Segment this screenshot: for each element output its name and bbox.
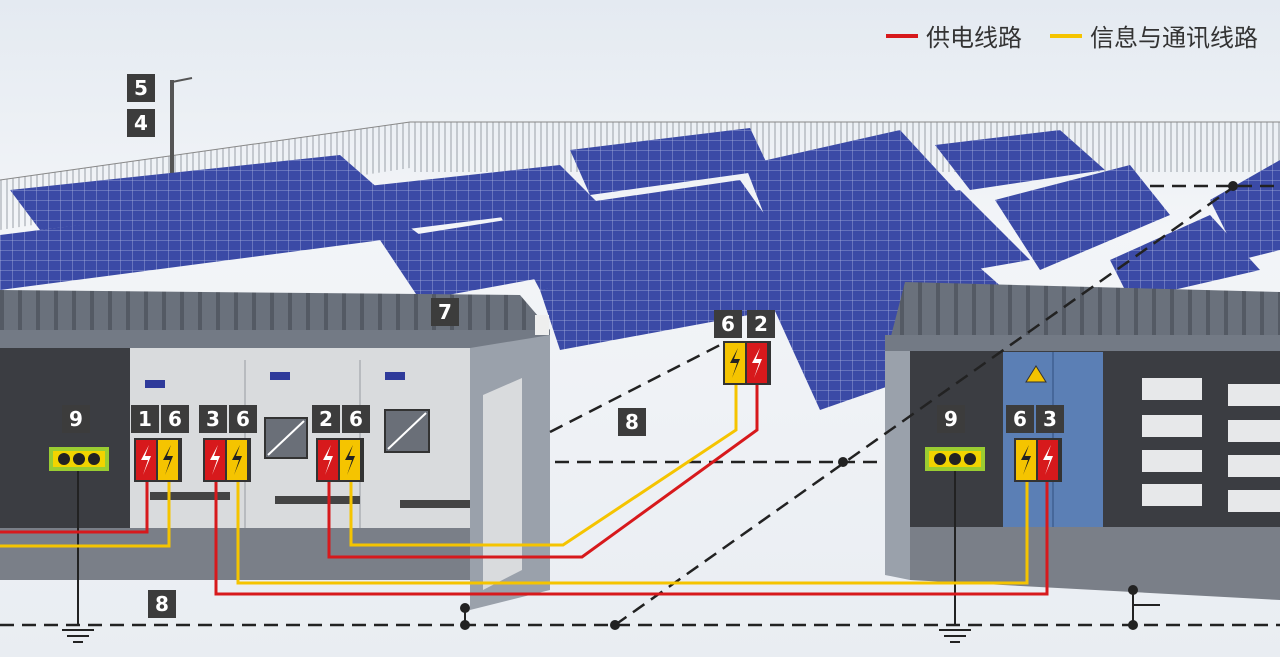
legend: 供电线路 信息与通讯线路 <box>868 18 1258 53</box>
surge-protector <box>1014 438 1062 482</box>
inverter-container <box>0 290 550 610</box>
legend-power-label: 供电线路 <box>926 24 1022 52</box>
label-left-spd-2a: 3 <box>199 405 227 433</box>
communication-lines <box>0 383 1029 585</box>
legend-comm-label: 信息与通讯线路 <box>1090 24 1258 52</box>
lightning-icon <box>232 445 242 475</box>
ground-terminal <box>49 447 109 471</box>
label-left-spd-1a: 1 <box>131 405 159 433</box>
label-left-spd-3a: 2 <box>312 405 340 433</box>
battery-racks <box>1142 378 1280 512</box>
label-left-spd-3b: 6 <box>342 405 370 433</box>
lightning-icon <box>141 445 151 475</box>
surge-protector <box>203 438 251 482</box>
ground-terminal <box>925 447 985 471</box>
battery-container <box>885 282 1280 600</box>
label-field-box-left: 6 <box>714 310 742 338</box>
ground-icon <box>939 629 971 643</box>
label-weather-station-bottom: 4 <box>127 109 155 137</box>
legend-power-line: 供电线路 <box>886 18 1022 53</box>
label-left-spd-2b: 6 <box>229 405 257 433</box>
comm-line-swatch <box>1050 33 1082 38</box>
lightning-icon <box>163 445 173 475</box>
lightning-icon <box>210 445 220 475</box>
weather-station-pole <box>170 77 193 175</box>
surge-protector <box>134 438 182 482</box>
label-field-box-right: 2 <box>747 310 775 338</box>
surge-protector <box>723 341 771 385</box>
lightning-icon <box>345 445 355 475</box>
lightning-icon <box>752 348 762 378</box>
lightning-icon <box>323 445 333 475</box>
lightning-icon <box>1021 445 1031 475</box>
label-ground-bottom: 8 <box>148 590 176 618</box>
power-lines <box>0 383 1049 596</box>
ground-icon <box>62 629 94 643</box>
label-ground-mid: 8 <box>618 408 646 436</box>
label-right-ground-terminal: 9 <box>937 405 965 433</box>
inverter-icon <box>264 417 308 459</box>
lightning-icon <box>1043 445 1053 475</box>
solar-panel-array <box>0 128 1280 410</box>
power-line-swatch <box>886 33 918 38</box>
label-left-ground-terminal: 9 <box>62 405 90 433</box>
label-container-roof: 7 <box>431 298 459 326</box>
label-weather-station-top: 5 <box>127 74 155 102</box>
surge-protector <box>316 438 364 482</box>
label-left-spd-1b: 6 <box>161 405 189 433</box>
legend-comm-line: 信息与通讯线路 <box>1050 18 1258 53</box>
grounding-network <box>0 184 1280 627</box>
warning-icon <box>1025 365 1047 383</box>
label-right-spd-a: 6 <box>1006 405 1034 433</box>
lightning-icon <box>730 348 740 378</box>
label-right-spd-b: 3 <box>1036 405 1064 433</box>
inverter-icon <box>384 409 430 453</box>
